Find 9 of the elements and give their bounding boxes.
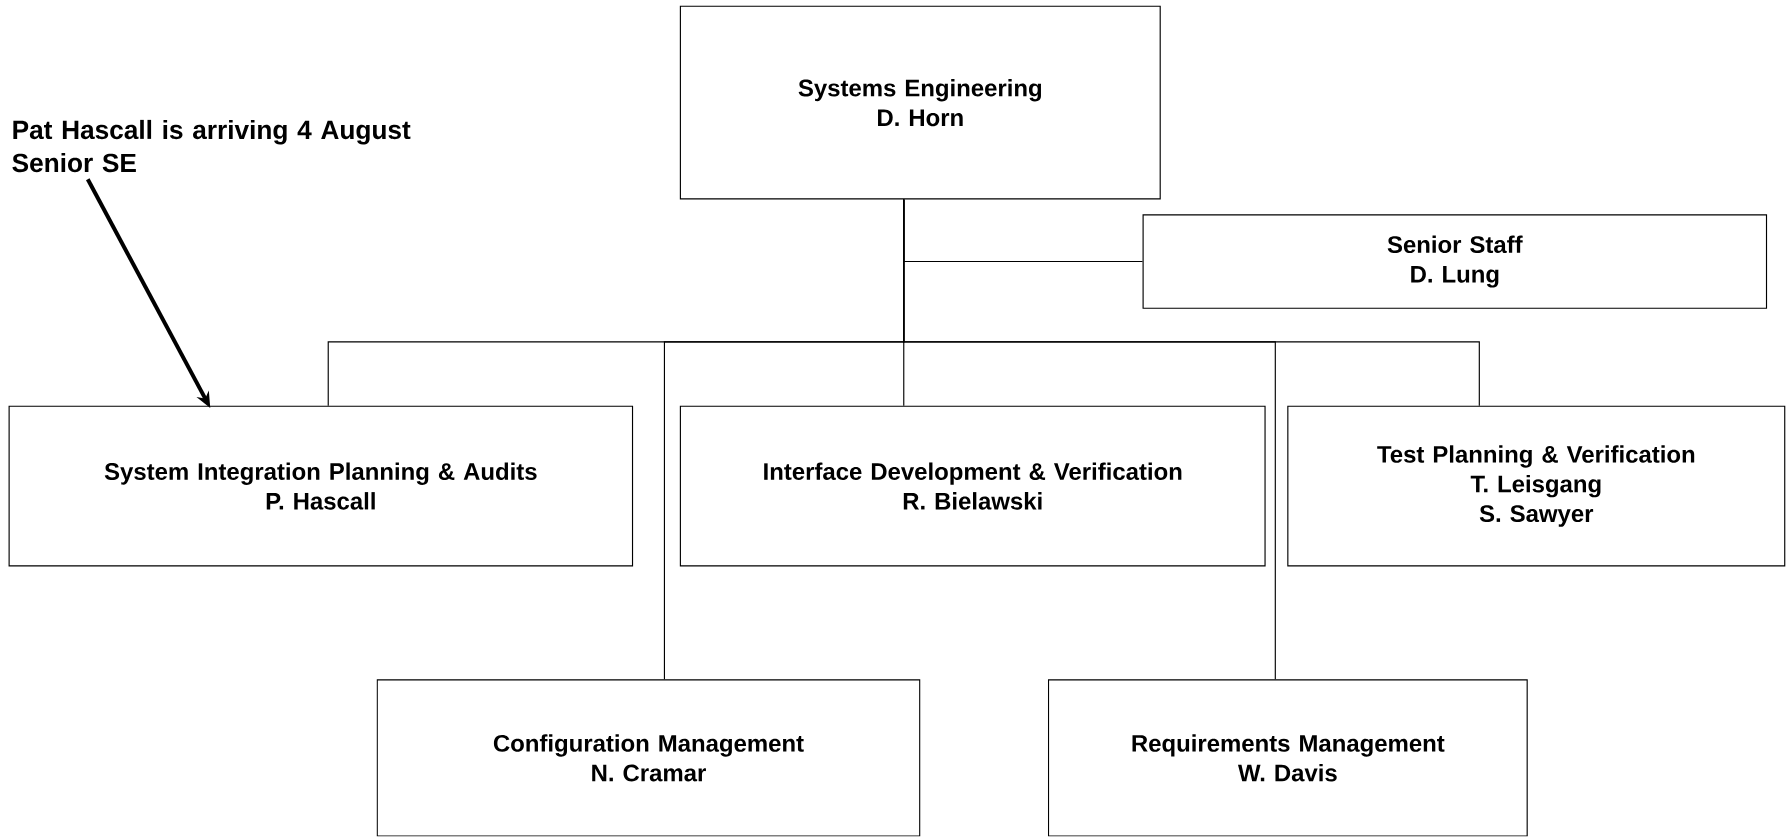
org-box: Test Planning & Verification T. Leisgang S. Sawyer bbox=[1287, 405, 1786, 567]
org-box: Senior Staff D. Lung bbox=[1142, 214, 1768, 310]
connector-line bbox=[903, 199, 1480, 407]
annotation-text: Pat Hascall is arriving 4 August Senior SE bbox=[12, 120, 411, 173]
org-box: Systems Engineering D. Horn bbox=[679, 5, 1161, 200]
org-box: Configuration Management N. Cramar bbox=[376, 679, 921, 837]
org-box: System Integration Planning & Audits P. Hascall bbox=[8, 405, 634, 567]
org-box: Requirements Management W. Davis bbox=[1047, 679, 1528, 837]
org-box: Interface Development & Verification R. Bielawski bbox=[679, 405, 1266, 567]
